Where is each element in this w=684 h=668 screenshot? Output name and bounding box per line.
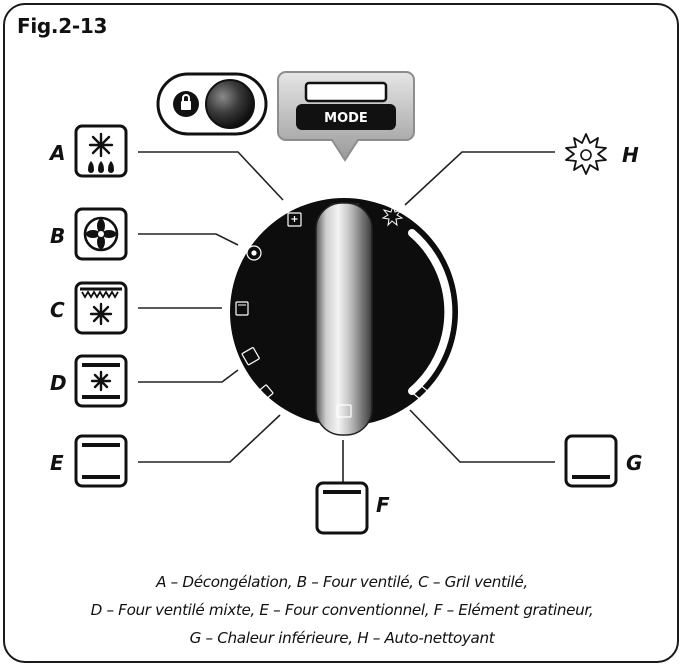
letter-b: B — [50, 224, 65, 248]
caption-line-1: A – Décongélation, B – Four ventilé, C –… — [156, 573, 528, 591]
mode-bubble: MODE — [277, 71, 415, 162]
self-cleaning-icon — [565, 133, 607, 175]
fan-oven-mixed-icon — [74, 354, 128, 408]
bottom-heat-icon — [564, 434, 618, 488]
caption-line-2: D – Four ventilé mixte, E – Four convent… — [90, 601, 594, 619]
knob-grip[interactable] — [315, 202, 373, 436]
caption-line-3: G – Chaleur inférieure, H – Auto-nettoya… — [189, 629, 495, 647]
lock-indicator — [156, 72, 268, 136]
letter-g: G — [626, 451, 642, 475]
letter-c: C — [50, 298, 65, 322]
figure-label: Fig.2-13 — [17, 14, 108, 38]
knob-marker-grill — [336, 404, 352, 418]
grill-element-icon — [315, 481, 369, 535]
conventional-oven-icon — [74, 434, 128, 488]
selector-knob[interactable]: OFF — [230, 198, 458, 436]
knob-marker-defrost — [287, 212, 302, 227]
mode-button[interactable] — [296, 104, 396, 130]
fan-oven-icon — [74, 207, 128, 261]
knob-marker-fan-mixed — [241, 347, 260, 366]
letter-a: A — [48, 141, 65, 165]
knob-marker-conventional — [255, 384, 274, 402]
knob-marker-fan-grill — [235, 301, 249, 316]
indicator-lamp — [205, 79, 255, 129]
knob-marker-bottom — [413, 385, 431, 403]
letter-f: F — [376, 493, 390, 517]
letter-h: H — [622, 143, 639, 167]
defrost-icon — [74, 124, 128, 178]
letter-e: E — [50, 451, 64, 475]
mode-button-label: MODE — [324, 111, 368, 126]
mode-display — [304, 81, 388, 103]
leader-lines — [138, 151, 555, 496]
cleaning-arc — [408, 229, 453, 395]
function-icons — [74, 124, 618, 535]
letter-d: D — [50, 371, 67, 395]
knob-marker-fan — [246, 245, 262, 261]
knob-marker-self-clean — [381, 204, 404, 227]
fan-grill-icon — [74, 281, 128, 335]
function-letters: A B C D E F G H — [48, 141, 642, 517]
